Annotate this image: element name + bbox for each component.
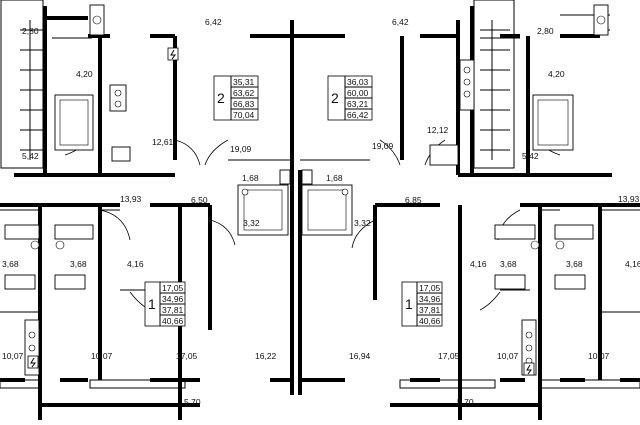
apartment-area: 37,81 — [419, 305, 441, 315]
apartment-area: 17,05 — [162, 283, 184, 293]
area-label: 12,12 — [427, 125, 449, 135]
area-label: 3,68 — [500, 259, 517, 269]
apartment-area: 34,96 — [162, 294, 184, 304]
area-label: 3,32 — [354, 218, 371, 228]
area-label: 4,16 — [625, 259, 640, 269]
apartment-box-3: 1 17,05 34,96 37,81 40,66 — [401, 281, 443, 327]
area-label: 10,07 — [497, 351, 519, 361]
area-label: 17,05 — [438, 351, 460, 361]
partitions — [0, 0, 640, 313]
apartment-area: 66,42 — [347, 110, 369, 120]
area-label: 4,20 — [548, 69, 565, 79]
apartment-area: 70,04 — [233, 110, 255, 120]
area-label: 6,50 — [191, 195, 208, 205]
area-label: 4,20 — [76, 69, 93, 79]
fixtures — [0, 4, 640, 389]
area-label: 13,93 — [120, 194, 142, 204]
area-label: 4,16 — [127, 259, 144, 269]
area-label: 5,70 — [457, 397, 474, 407]
apartment-box-0: 2 35,31 63,62 66,83 70,04 — [213, 75, 259, 121]
apartment-box-1: 2 36,03 60,00 63,21 66,42 — [327, 75, 373, 121]
area-label: 6,42 — [392, 17, 409, 27]
area-label: 2,80 — [22, 26, 39, 36]
area-label: 10,07 — [588, 351, 610, 361]
apartment-area: 37,81 — [162, 305, 184, 315]
electrical-panel-icon — [27, 355, 39, 369]
apartment-area: 60,00 — [347, 88, 369, 98]
area-label: 10,07 — [91, 351, 113, 361]
electrical-panel-icon — [523, 362, 535, 376]
area-label: 5,70 — [184, 397, 201, 407]
area-label: 19,09 — [372, 141, 394, 151]
area-label: 3,32 — [243, 218, 260, 228]
apartment-room-count: 1 — [148, 296, 156, 312]
apartment-area: 63,21 — [347, 99, 369, 109]
apartment-room-count: 2 — [331, 90, 339, 106]
apartment-room-count: 1 — [405, 296, 413, 312]
area-label: 4,16 — [470, 259, 487, 269]
area-label: 13,93 — [618, 194, 640, 204]
area-label: 5,42 — [22, 151, 39, 161]
area-label: 16,94 — [349, 351, 371, 361]
area-label: 1,68 — [242, 173, 259, 183]
area-label: 3,68 — [2, 259, 19, 269]
apartment-area: 40,66 — [162, 316, 184, 326]
apartment-room-count: 2 — [217, 90, 225, 106]
area-labels: 2,80 6,42 6,42 2,80 4,20 4,20 12,61 19,0… — [2, 17, 640, 407]
area-label: 10,07 — [2, 351, 24, 361]
apartment-area: 34,96 — [419, 294, 441, 304]
apartment-area: 36,03 — [347, 77, 369, 87]
apartment-area: 40,66 — [419, 316, 441, 326]
apartment-area: 66,83 — [233, 99, 255, 109]
apartment-area: 63,62 — [233, 88, 255, 98]
apartment-box-2: 1 17,05 34,96 37,81 40,66 — [144, 281, 186, 327]
area-label: 5,42 — [522, 151, 539, 161]
area-label: 1,68 — [326, 173, 343, 183]
electrical-panel-icon — [167, 47, 179, 61]
area-label: 3,68 — [70, 259, 87, 269]
area-label: 17,05 — [176, 351, 198, 361]
area-label: 6,42 — [205, 17, 222, 27]
area-label: 19,09 — [230, 144, 252, 154]
apartment-area: 17,05 — [419, 283, 441, 293]
area-label: 12,61 — [152, 137, 174, 147]
area-label: 2,80 — [537, 26, 554, 36]
apartment-area: 35,31 — [233, 77, 255, 87]
area-label: 16,22 — [255, 351, 277, 361]
area-label: 6,85 — [405, 195, 422, 205]
area-label: 3,68 — [566, 259, 583, 269]
